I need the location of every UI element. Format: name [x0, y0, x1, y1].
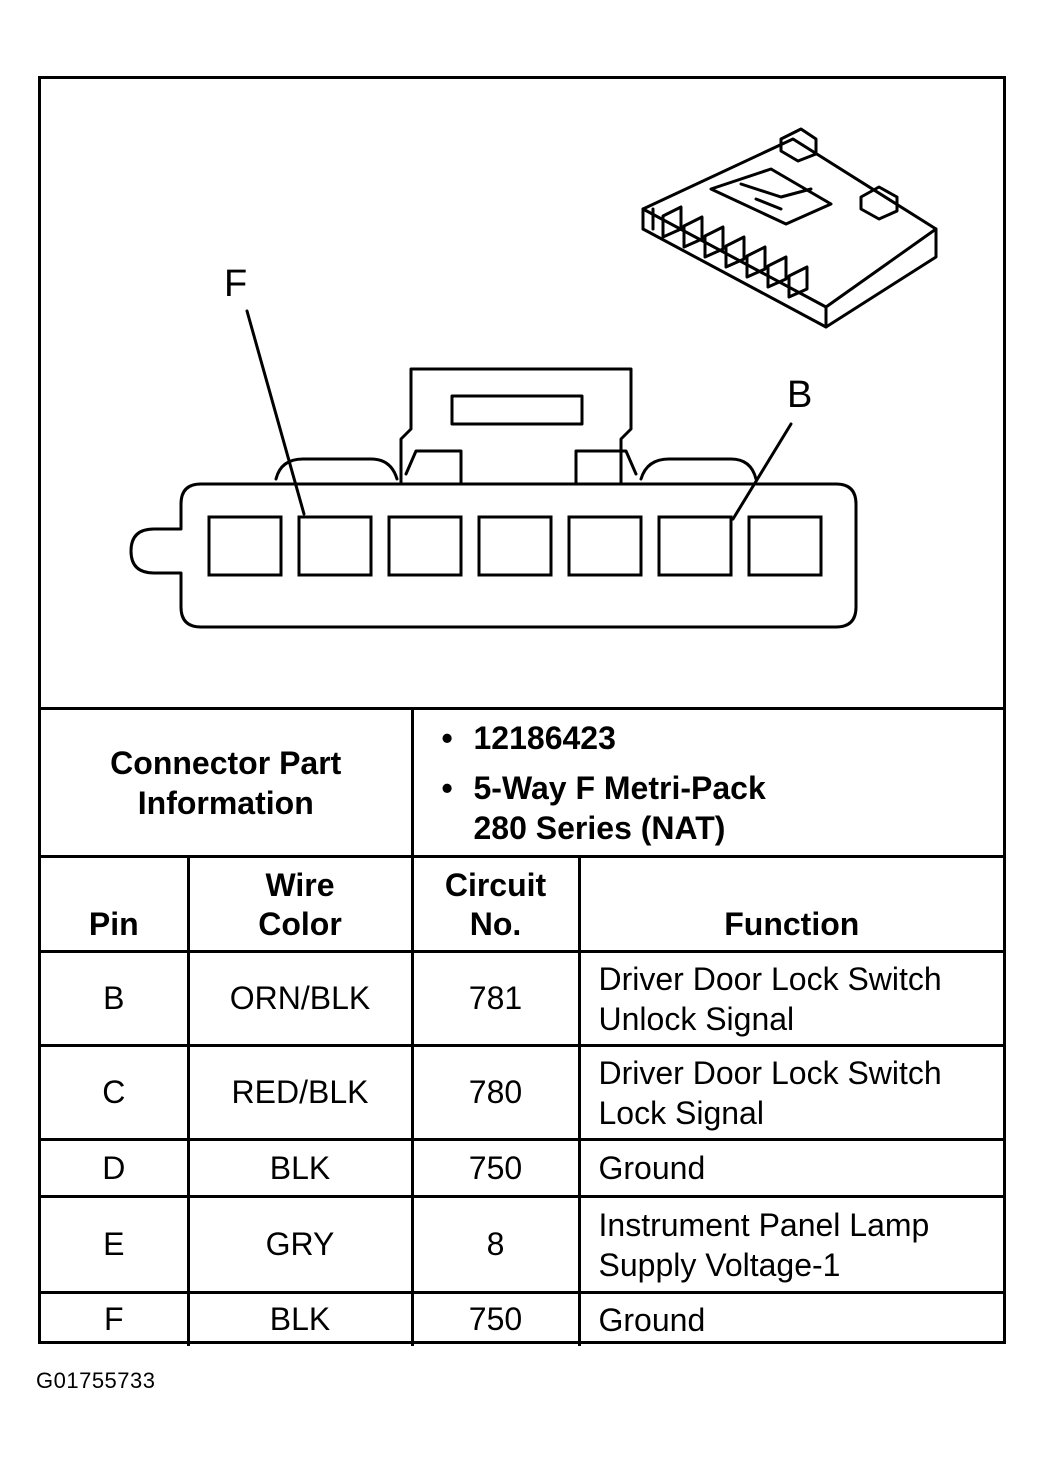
terminal-cavity [387, 515, 463, 577]
connector-face-drawing [129, 127, 938, 629]
table-row: F BLK 750 Ground [41, 1291, 1004, 1346]
part-info-label-text: Connector Part Information [110, 744, 342, 821]
connector-isometric-view [641, 127, 938, 329]
callout-label-f: F [224, 263, 248, 305]
circuit-cell: 781 [410, 950, 581, 1047]
connector-diagram: F B [41, 79, 1003, 707]
part-description-line-1: 5-Way F Metri-Pack [473, 769, 766, 806]
terminal-cavity [747, 515, 823, 577]
function-cell: Ground [577, 1291, 1004, 1346]
terminal-cavity [657, 515, 733, 577]
terminal-cavity [567, 515, 643, 577]
figure-id: G01755733 [36, 1368, 156, 1393]
header-pin: Pin [41, 855, 190, 953]
terminal-cavity [477, 515, 553, 577]
part-number: • 12186423 [442, 718, 1004, 758]
table-row: D BLK 750 Ground [41, 1138, 1004, 1198]
wire-color-cell: GRY [186, 1195, 414, 1294]
wire-color-cell: ORN/BLK [186, 950, 414, 1047]
pin-cell: D [41, 1138, 190, 1198]
circuit-cell: 750 [410, 1291, 581, 1346]
wire-color-cell: RED/BLK [186, 1044, 414, 1141]
pin-cell: C [41, 1044, 190, 1141]
terminal-cavity [207, 515, 283, 577]
part-description-line-2: 280 Series (NAT) [473, 809, 726, 846]
header-function: Function [577, 855, 1004, 953]
connector-face [129, 367, 858, 629]
terminal-cavity [297, 515, 373, 577]
pin-cell: B [41, 950, 190, 1047]
part-info-values: • 12186423 • 5-Way F Metri-Pack 280 Seri… [410, 707, 1004, 858]
part-description: • 5-Way F Metri-Pack 280 Series (NAT) [442, 768, 1004, 848]
pin-cell: F [41, 1291, 190, 1346]
part-info-label: Connector Part Information [41, 707, 414, 858]
wire-color-cell: BLK [186, 1138, 414, 1198]
part-info-row: Connector Part Information • 12186423 • … [41, 707, 1004, 858]
circuit-cell: 8 [410, 1195, 581, 1294]
callout-leader-b [731, 422, 793, 521]
part-number-text: 12186423 [473, 719, 616, 756]
circuit-cell: 750 [410, 1138, 581, 1198]
diagram-frame: F B Connector Part Information • 1218642… [38, 76, 1006, 1346]
cavity-group [207, 515, 823, 577]
function-cell: Ground [577, 1138, 1004, 1198]
wire-color-cell: BLK [186, 1291, 414, 1346]
callout-label-b: B [787, 374, 813, 416]
callout-leader-f [245, 309, 306, 516]
pinout-table: Connector Part Information • 12186423 • … [41, 707, 1004, 1346]
pin-cell: E [41, 1195, 190, 1294]
circuit-cell: 780 [410, 1044, 581, 1141]
